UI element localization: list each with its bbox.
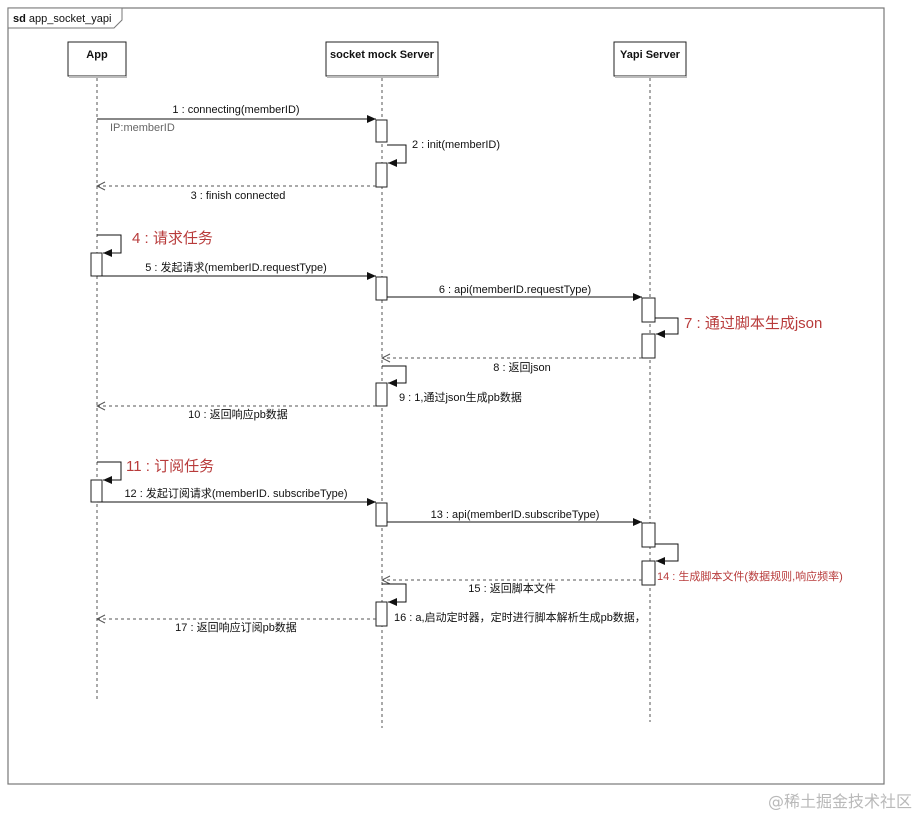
message-arrow-16 — [382, 583, 407, 606]
activation-box — [375, 382, 388, 407]
activation-box — [375, 502, 388, 527]
activation-box — [375, 276, 388, 301]
message-label-5: 5 : 发起请求(memberID.requestType) — [145, 260, 327, 274]
message-arrow-9 — [382, 365, 407, 387]
activation-box — [375, 601, 388, 627]
svg-text:Yapi Server: Yapi Server — [620, 49, 681, 61]
message-label-4: 4 : 请求任务 — [132, 230, 213, 247]
svg-text:App: App — [86, 49, 108, 61]
message-label-15: 15 : 返回脚本文件 — [468, 581, 555, 595]
activation-box — [90, 252, 103, 277]
message-label-13: 13 : api(memberID.subscribeType) — [431, 509, 600, 521]
message-label-3: 3 : finish connected — [191, 190, 286, 202]
message-arrow-14 — [655, 543, 679, 565]
activation-box — [641, 333, 656, 359]
participant-mock-server: socket mock Server — [325, 41, 439, 78]
watermark: @稀土掘金技术社区 — [768, 792, 912, 811]
message-label-17: 17 : 返回响应订阅pb数据 — [175, 620, 297, 634]
activation-box — [375, 119, 388, 143]
activation-box — [641, 560, 656, 586]
activation-box — [90, 479, 103, 503]
message-label-1: 1 : connecting(memberID) — [172, 104, 299, 116]
message-label-10: 10 : 返回响应pb数据 — [188, 407, 288, 421]
message-arrow-7 — [655, 317, 679, 338]
message-label-2: 2 : init(memberID) — [412, 139, 500, 151]
frame-title-tab — [7, 7, 123, 29]
frame-border — [7, 7, 885, 785]
activation-box — [375, 162, 388, 188]
message-arrow-4 — [97, 234, 122, 257]
message-note-1: IP:memberID — [110, 122, 175, 134]
message-label-6: 6 : api(memberID.requestType) — [439, 284, 591, 296]
message-label-12: 12 : 发起订阅请求(memberID. subscribeType) — [124, 486, 347, 500]
message-arrow-2 — [387, 144, 407, 167]
activation-box — [641, 297, 656, 323]
message-label-7: 7 : 通过脚本生成json — [684, 315, 822, 332]
message-label-14: 14 : 生成脚本文件(数据规则,响应频率) — [657, 569, 843, 583]
message-label-16: 16 : a,启动定时器，定时进行脚本解析生成pb数据， — [394, 610, 646, 624]
participant-app: App — [67, 41, 127, 78]
message-label-8: 8 : 返回json — [493, 361, 550, 374]
message-arrow-11 — [97, 461, 122, 484]
svg-text:socket mock Server: socket mock Server — [330, 49, 435, 61]
message-label-11: 11 : 订阅任务 — [126, 458, 214, 475]
message-label-9: 9 : 1,通过json生成pb数据 — [399, 390, 522, 404]
frame-title: sd app_socket_yapi — [13, 13, 111, 25]
activation-box — [641, 522, 656, 548]
participant-yapi-server: Yapi Server — [613, 41, 687, 78]
